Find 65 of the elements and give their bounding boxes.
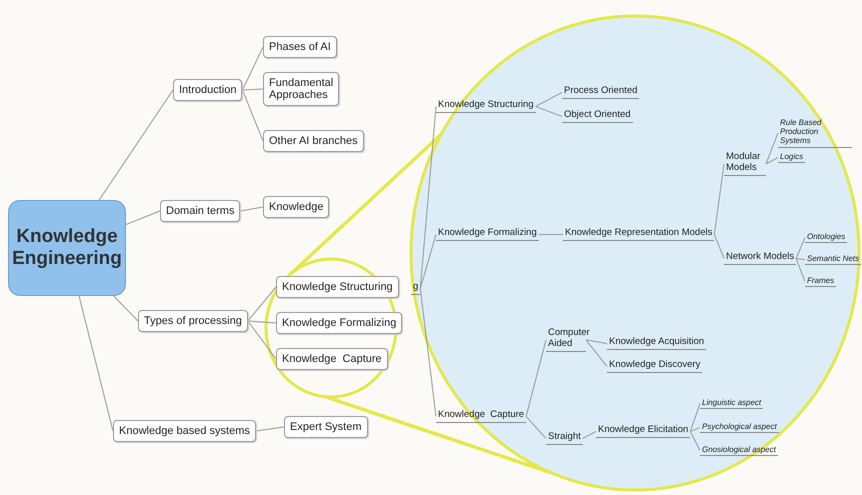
topic-label: Frames <box>805 276 836 288</box>
topic-label: Modular Models <box>724 152 766 176</box>
topic-label: Process Oriented <box>562 86 640 99</box>
topic-box: Domain terms <box>160 200 240 222</box>
branch-line <box>766 132 778 164</box>
topic-label: Network Models <box>724 252 796 265</box>
topic-label: Knowledge Acquisition <box>607 337 706 350</box>
branch-line <box>113 296 138 322</box>
topic-label: Object Oriented <box>562 110 633 123</box>
branch-line <box>582 430 596 439</box>
branch-line <box>690 403 700 432</box>
branch-line <box>535 106 562 117</box>
branch-line <box>690 430 700 452</box>
branch-line <box>714 163 724 235</box>
topic-box: Knowledge based systems <box>113 420 256 442</box>
branch-line <box>526 416 546 439</box>
topic-label: Rule Based Production Systems <box>778 118 852 148</box>
branch-line <box>538 234 564 235</box>
topic-label: Linguistic aspect <box>700 398 764 410</box>
branch-line <box>766 157 778 164</box>
magnifier-line <box>324 395 552 474</box>
topic-label: Logics <box>778 152 806 164</box>
topic-box: Knowledge Structuring <box>276 276 399 298</box>
branch-line <box>526 339 546 417</box>
branch-line <box>242 88 264 90</box>
topic-label: Knowledge Discovery <box>607 360 702 373</box>
branch-line <box>126 210 160 226</box>
branch-line <box>420 106 436 289</box>
topic-label: Psychological aspect <box>700 422 779 434</box>
topic-label: Knowledge Elicitation <box>596 425 690 438</box>
topic-box: Knowledge <box>263 196 330 218</box>
topic-box: Knowledge Formalizing <box>276 312 402 334</box>
magnifier-circle <box>409 14 861 492</box>
branch-line <box>586 339 608 344</box>
branch-line <box>796 258 806 260</box>
branch-line <box>586 339 608 367</box>
branch-line <box>690 427 700 432</box>
central-topic: Knowledge Engineering <box>8 200 126 296</box>
branch-line <box>242 90 264 142</box>
magnifier-line <box>290 133 442 275</box>
branch-line <box>420 288 436 417</box>
branch-line <box>242 46 264 90</box>
topic-label: Knowledge Representation Models <box>563 228 714 241</box>
topic-label: Knowledge Formalizing <box>436 228 539 241</box>
topic-box: Knowledge Capture <box>276 348 388 370</box>
branch-line <box>420 234 436 289</box>
topic-box: Other AI branches <box>263 130 364 152</box>
topic-box: Types of processing <box>138 310 248 332</box>
branch-line <box>535 92 562 107</box>
branch-line <box>98 90 174 200</box>
branch-line <box>247 320 276 324</box>
branch-line <box>714 234 724 259</box>
branch-line <box>796 258 806 282</box>
topic-label: Ontologies <box>805 232 848 244</box>
branch-line <box>796 237 806 259</box>
topic-box: Phases of AI <box>263 36 337 58</box>
topic-box: Introduction <box>173 79 242 101</box>
topic-box: Expert System <box>284 416 368 438</box>
branch-line <box>247 320 276 360</box>
branch-line <box>247 286 276 322</box>
branch-line <box>240 206 264 212</box>
branch-line <box>78 296 114 432</box>
topic-box: Fundamental Approaches <box>263 72 339 106</box>
topic-label: Straight <box>546 432 583 445</box>
branch-line <box>255 426 284 432</box>
